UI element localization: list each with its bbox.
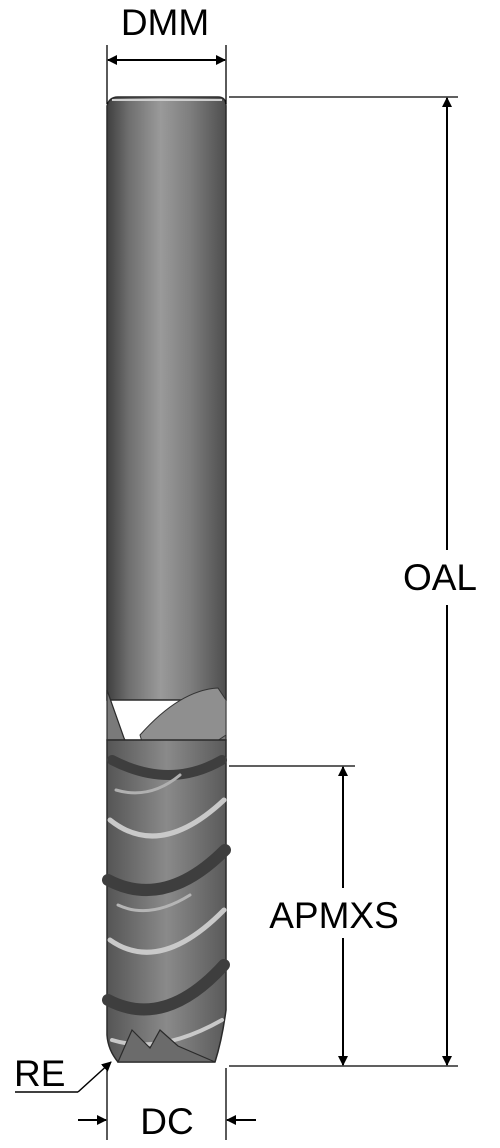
oal-dimension: OAL [229,96,477,1067]
apmxs-label: APMXS [269,895,399,936]
tool-flutes [106,739,227,1063]
dc-label: DC [140,1101,193,1142]
end-mill-tool [102,96,231,1063]
re-leader [77,1061,112,1093]
dmm-dimension: DMM [106,2,227,104]
dc-dimension: DC [78,1068,256,1142]
re-dimension: RE [14,1053,112,1094]
re-label: RE [14,1053,65,1094]
tool-shank [106,96,227,701]
dmm-label: DMM [121,2,209,43]
tool-tip [117,1028,216,1063]
oal-label: OAL [403,557,477,598]
apmxs-dimension: APMXS [229,765,399,1066]
